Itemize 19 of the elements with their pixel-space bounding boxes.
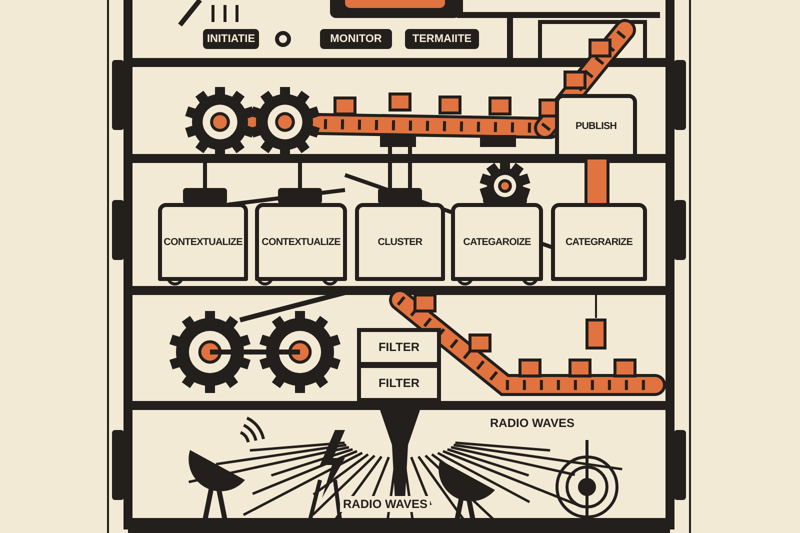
filter-box bbox=[357, 364, 441, 402]
box-label: CONTEXTUALIZE bbox=[164, 236, 242, 248]
box-label: FILTER bbox=[378, 376, 420, 390]
machine-box bbox=[451, 203, 543, 281]
machine-box bbox=[158, 203, 248, 281]
filter-box bbox=[357, 328, 441, 366]
box-label: PUBLISH bbox=[575, 120, 617, 132]
box-label: CATEGRARIZE bbox=[565, 236, 633, 248]
box-label: CATEGAROIZE bbox=[463, 236, 531, 248]
box-label: FILTER bbox=[378, 340, 420, 354]
control-button: INITIATIE bbox=[203, 29, 259, 49]
control-button: TERMAIITE bbox=[405, 29, 479, 49]
box-label: CONTEXTUALIZE bbox=[262, 236, 340, 248]
callout-label: RADIO WAVES bbox=[340, 496, 430, 512]
box-label: CLUSTER bbox=[378, 236, 422, 248]
machine-box bbox=[355, 203, 445, 281]
machine-box bbox=[255, 203, 347, 281]
machine-box bbox=[551, 203, 647, 281]
control-button: MONITOR bbox=[320, 29, 392, 49]
